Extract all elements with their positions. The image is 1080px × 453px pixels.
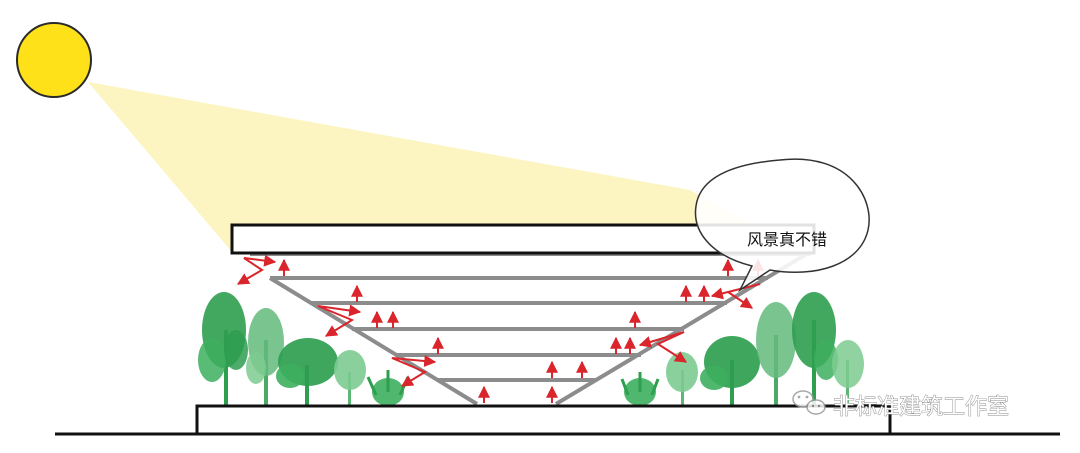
zigzag-arrow-icon	[236, 254, 277, 285]
tree-icon	[792, 292, 838, 406]
trees-left	[198, 292, 410, 406]
tree-icon	[198, 292, 248, 406]
bush-icon	[620, 372, 660, 406]
tree-icon	[700, 336, 760, 406]
tree-icon	[276, 338, 338, 406]
watermark-text: 非标准建筑工作室	[833, 394, 1009, 419]
speech-bubble-text: 风景真不错	[747, 231, 827, 249]
tree-icon	[832, 340, 864, 406]
tree-icon	[246, 308, 284, 406]
tree-icon	[334, 350, 366, 406]
zigzag-arrow-icon	[391, 355, 437, 387]
zigzag-arrow-icon	[638, 331, 688, 363]
speech-bubble: 风景真不错	[694, 158, 870, 293]
tree-icon	[756, 302, 796, 406]
terrace-diagonal-left	[268, 276, 479, 406]
trees-right	[620, 292, 864, 406]
sun-icon	[16, 22, 92, 98]
watermark: 非标准建筑工作室	[792, 390, 1009, 419]
base-slab	[195, 404, 892, 436]
person-arrows	[278, 258, 764, 403]
wechat-icon	[792, 390, 826, 415]
bush-icon	[366, 370, 410, 406]
sunlight-beam	[88, 82, 760, 252]
zigzag-arrow-icon	[317, 304, 362, 337]
